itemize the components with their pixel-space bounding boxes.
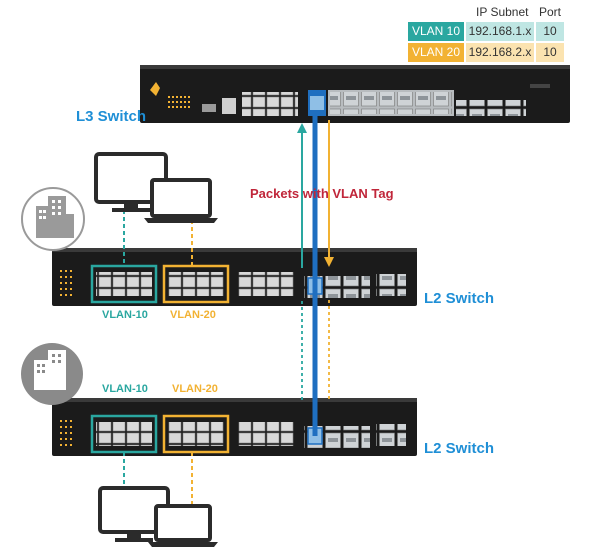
access-links [123,210,193,505]
packets-label: Packets with VLAN Tag [250,186,394,201]
vlan20-top-label: VLAN-20 [170,309,216,321]
l2-switch-top [52,248,417,306]
l2-switch-bottom-label: L2 Switch [424,440,495,457]
laptop-icon [148,504,218,547]
legend-vlan10-name: VLAN 10 [408,22,464,41]
l3-switch-label: L3 Switch [76,108,147,125]
l2-switch-top-label: L2 Switch [424,290,495,307]
l3-switch [140,65,570,123]
vlan20-bottom-label: VLAN-20 [172,383,218,395]
legend-vlan10-subnet: 192.168.1.x [466,22,534,41]
legend-header-port: Port [539,5,562,19]
l2-switch-bottom [52,398,417,456]
legend-vlan10-port: 10 [536,22,564,41]
trunk-link [297,112,334,436]
legend-vlan20-port: 10 [536,43,564,62]
legend-header-subnet: IP Subnet [476,5,529,19]
vlan10-bottom-label: VLAN-10 [102,383,148,395]
vlan10-top-label: VLAN-10 [102,309,148,321]
legend-vlan20-subnet: 192.168.2.x [466,43,534,62]
building-icon [21,187,85,251]
building-icon [21,343,83,405]
legend-vlan20-name: VLAN 20 [408,43,464,62]
laptop-icon [144,178,218,223]
